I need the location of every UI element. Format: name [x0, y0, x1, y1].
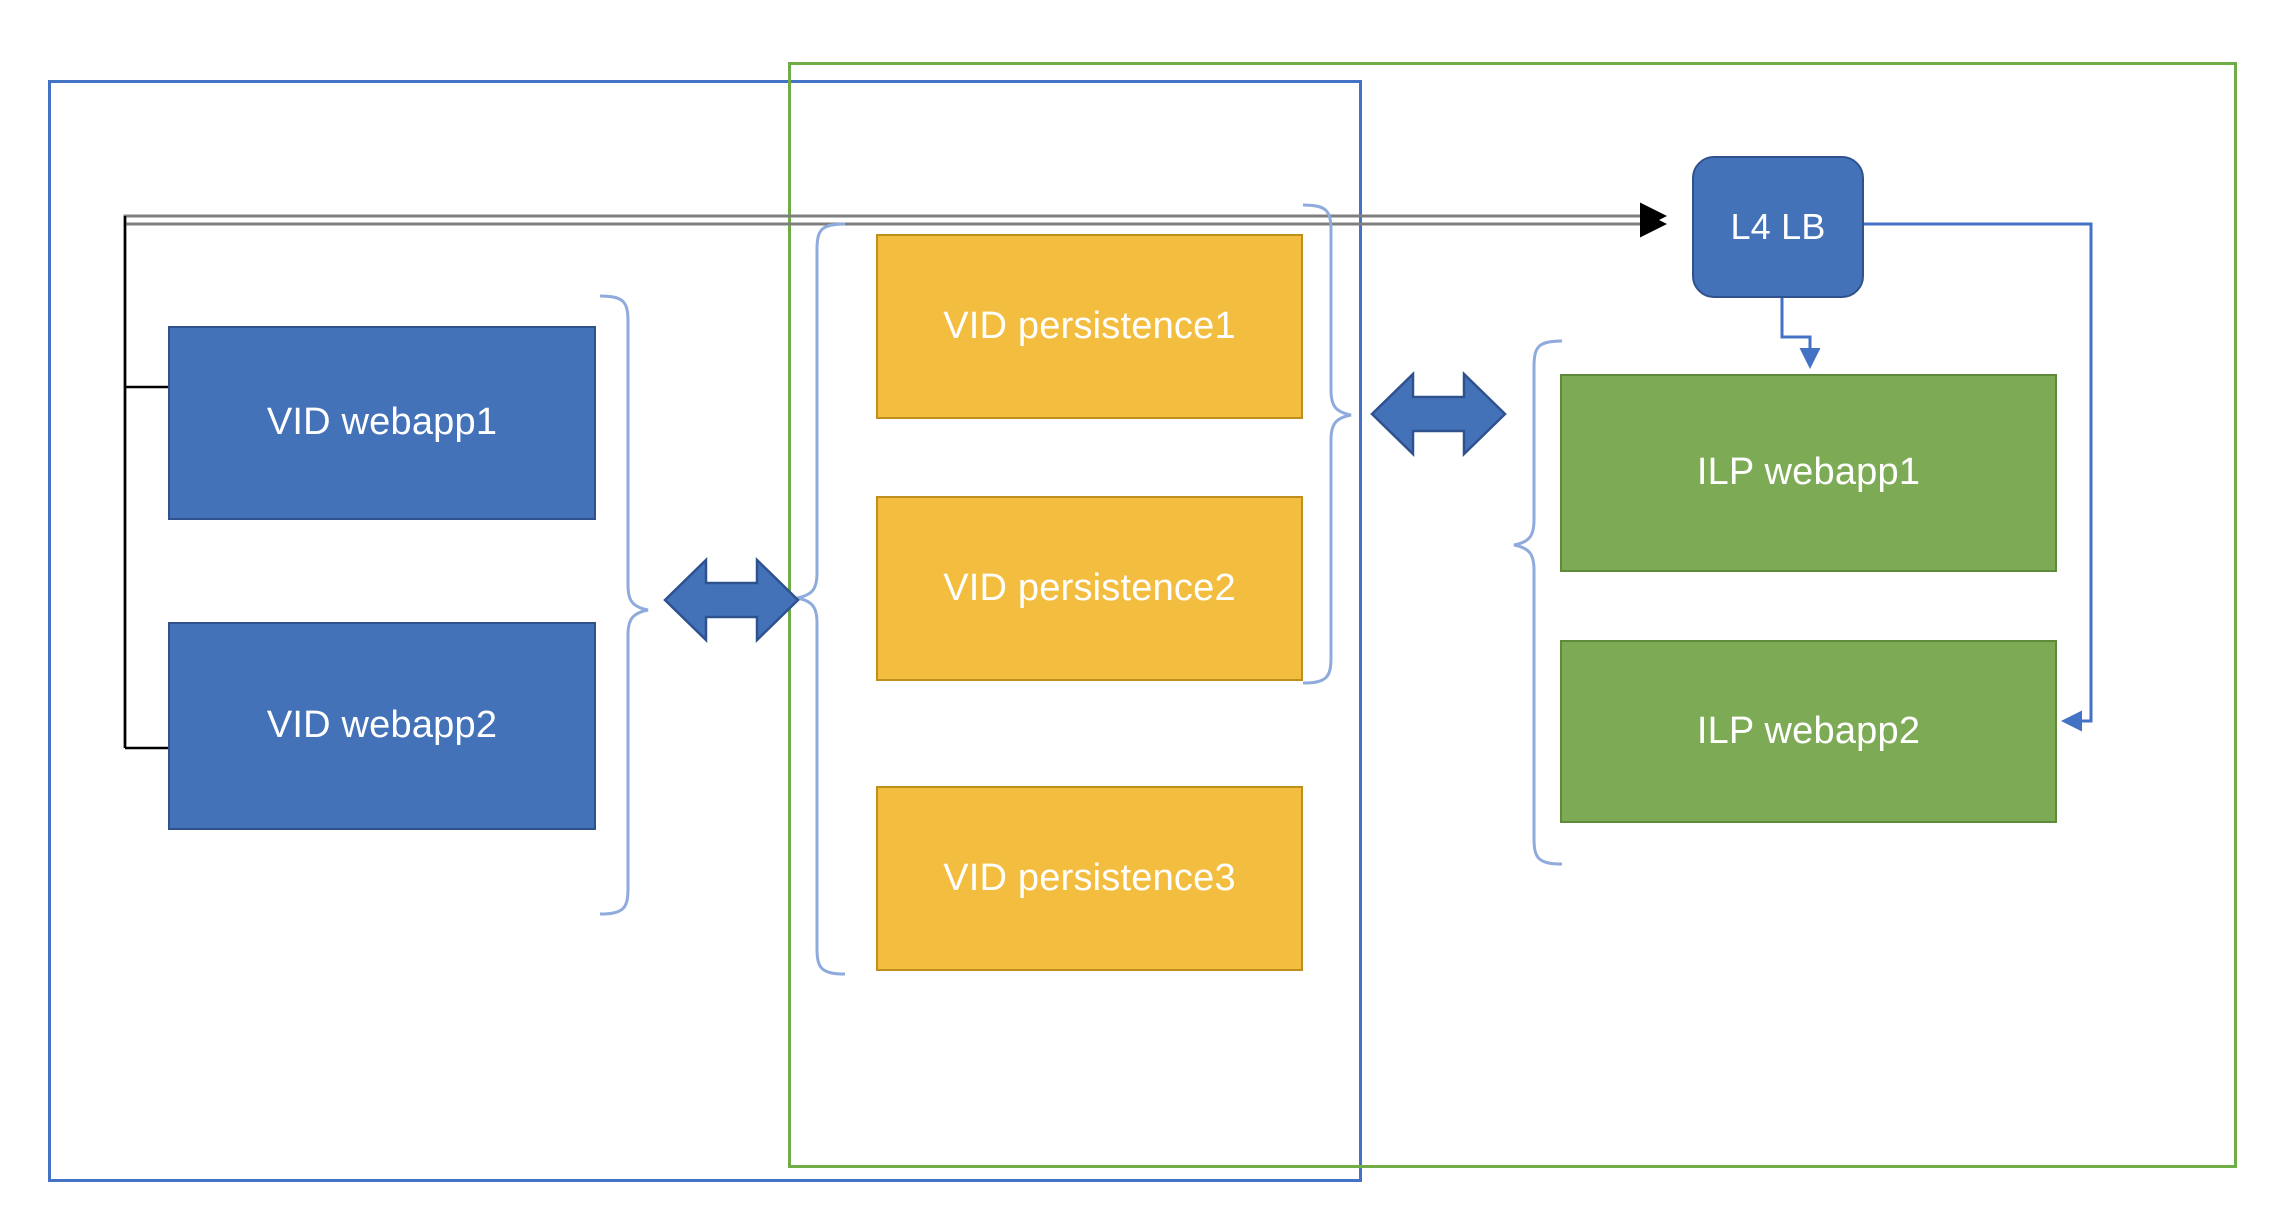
ilp-zone-container — [788, 62, 2237, 1168]
l4lb-to-ilp-webapp1-arrow — [1780, 298, 1821, 369]
brace-vid-persistence-right — [1302, 203, 1352, 685]
l4lb-to-ilp-webapp2-arrow — [1860, 222, 2093, 732]
brace-vid-persistence-left — [796, 222, 846, 976]
node-vid-persistence2-label: VID persistence2 — [943, 566, 1236, 609]
node-vid-persistence1[interactable]: VID persistence1 — [876, 234, 1303, 419]
node-ilp-webapp1[interactable]: ILP webapp1 — [1560, 374, 2057, 572]
node-l4-lb-label: L4 LB — [1730, 206, 1826, 248]
node-vid-persistence1-label: VID persistence1 — [943, 304, 1236, 347]
node-vid-persistence3[interactable]: VID persistence3 — [876, 786, 1303, 971]
node-l4-lb[interactable]: L4 LB — [1692, 156, 1864, 298]
node-vid-webapp2[interactable]: VID webapp2 — [168, 622, 596, 830]
node-vid-webapp2-label: VID webapp2 — [266, 704, 498, 747]
node-ilp-webapp2[interactable]: ILP webapp2 — [1560, 640, 2057, 823]
node-vid-webapp1-label: VID webapp1 — [266, 401, 498, 444]
node-vid-webapp1[interactable]: VID webapp1 — [168, 326, 596, 520]
node-vid-persistence3-label: VID persistence3 — [943, 856, 1236, 899]
persistence-to-ilp-bidirectional-arrow — [1370, 371, 1507, 457]
vid-zone-container — [48, 80, 1362, 1182]
brace-vid-webapps — [599, 294, 649, 916]
node-ilp-webapp2-label: ILP webapp2 — [1696, 709, 1921, 752]
node-ilp-webapp1-label: ILP webapp1 — [1696, 451, 1921, 494]
vid-webapps-to-persistence-bidirectional-arrow — [663, 557, 800, 643]
brace-ilp-webapps — [1513, 339, 1563, 866]
node-vid-persistence2[interactable]: VID persistence2 — [876, 496, 1303, 681]
